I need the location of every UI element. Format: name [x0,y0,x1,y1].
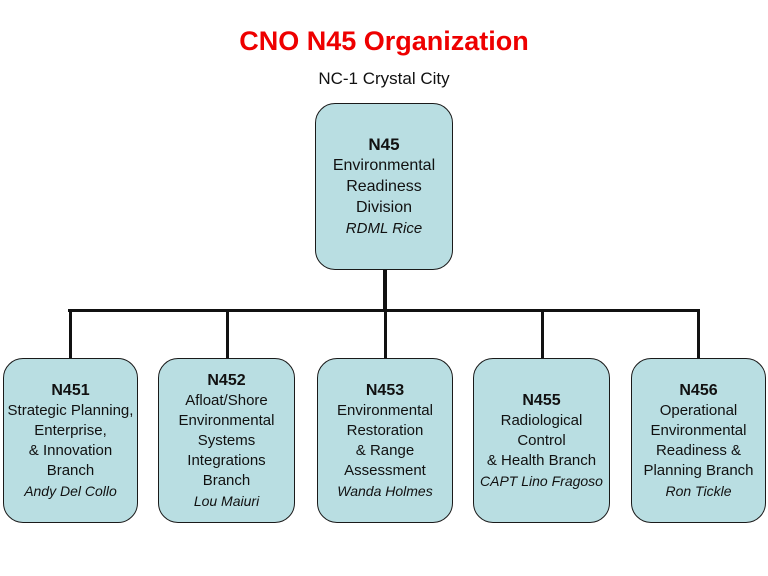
org-box-line: Division [355,199,412,216]
connector-drop-n453 [384,309,387,359]
org-box-line: Branch [46,461,95,479]
org-box-id: N451 [51,381,90,399]
org-box-line: Environmental [332,157,436,174]
connector-drop-n456 [697,309,700,359]
org-box-line: Assessment [344,461,426,479]
org-box-id: N45 [368,135,400,154]
org-box-line: & Range [355,441,415,459]
org-box-line: & Innovation [28,441,113,459]
org-box-line: Restoration [346,421,424,439]
org-box-leader: Lou Maiuri [193,492,260,509]
org-box-line: Operational [659,401,738,419]
org-box-leader: RDML Rice [345,220,423,237]
org-box-line: Radiological [500,411,583,429]
org-box-line: Enterprise, [34,421,107,439]
org-box-line: Environmental [178,411,275,429]
connector-drop-n452 [226,309,229,359]
org-box-leader: Ron Tickle [665,482,732,499]
page-subtitle: NC-1 Crystal City [318,69,450,88]
org-box-leader: Andy Del Collo [24,482,117,499]
org-box-line: & Health Branch [486,451,597,469]
org-box-line: Integrations [187,451,266,469]
org-box-n451: N451 Strategic Planning, Enterprise, & Inn… [3,358,138,523]
org-box-id: N453 [365,381,405,399]
org-box-line: Environmental [650,421,747,439]
org-box-line: Afloat/Shore [185,391,268,409]
org-box-id: N452 [207,371,246,389]
page-title: CNO N45 Organization [239,26,529,56]
connector-drop-n455 [541,309,544,359]
org-box-line: Planning Branch [643,461,754,479]
org-box-leader: CAPT Lino Fragoso [480,472,603,489]
org-box-description: Strategic Planning, Enterprise, & Innovati… [8,401,134,481]
org-box-line: Environmental [337,401,433,419]
org-box-leader: Wanda Holmes [337,482,433,499]
org-box-line: Strategic Planning, [7,401,134,419]
org-box-line: Control [517,431,566,449]
connector-root-stem [383,269,387,311]
org-box-line: Branch [202,471,251,489]
org-box-id: N455 [522,391,561,409]
connector-drop-n451 [69,309,72,359]
org-box-id: N456 [679,381,718,399]
org-box-line: Systems [197,431,256,449]
org-box-line: Readiness & [655,441,742,459]
org-box-line: Readiness [346,178,422,195]
